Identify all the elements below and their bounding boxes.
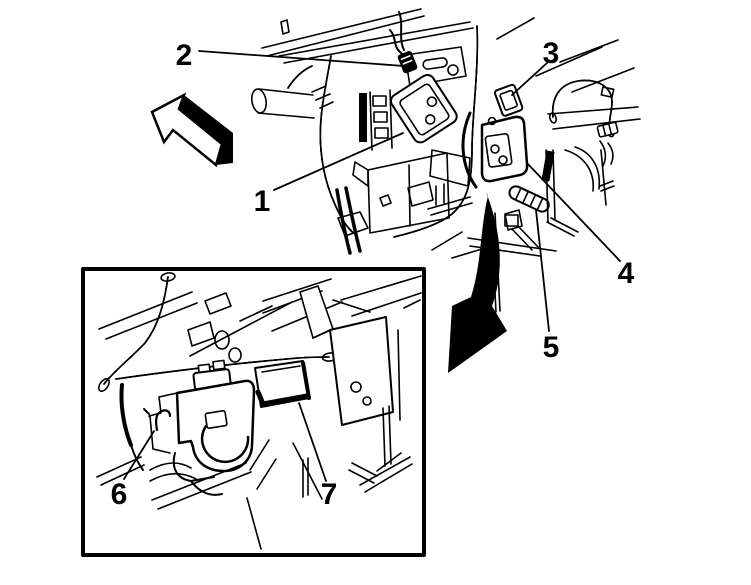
part-2-clip [397, 51, 418, 74]
misc-right-parts [545, 86, 619, 223]
leader-5 [535, 209, 550, 332]
hose-cylinder [250, 85, 334, 119]
slotted-plate [404, 46, 467, 87]
inset-view [81, 267, 426, 557]
callout-6-label: 6 [111, 478, 128, 511]
inset-center-housing [148, 359, 256, 496]
inset-content [96, 272, 422, 550]
leader-6 [123, 430, 155, 480]
detail-curved-arrow-icon [448, 192, 507, 373]
callout-leader-lines [123, 50, 621, 482]
leader-3 [511, 62, 548, 96]
direction-block-arrow-icon [150, 92, 233, 168]
part-6-clip [143, 408, 172, 432]
leader-4 [526, 162, 621, 262]
inset-conduit-vertical [97, 272, 176, 392]
inset-frame-lines [98, 275, 422, 363]
callout-5-label: 5 [543, 331, 560, 364]
callout-labels: 1 2 3 4 5 6 7 [111, 37, 635, 511]
part-5-sleeve [504, 185, 550, 231]
inset-bracket-right [299, 285, 421, 493]
elbow-conduit [288, 66, 312, 88]
callout-1-label: 1 [254, 185, 271, 218]
inset-cable [119, 383, 144, 471]
part-4-housing [429, 111, 555, 206]
frame-lines [261, 8, 641, 130]
leader-7 [298, 402, 327, 482]
inset-hatch-lines [96, 439, 378, 550]
leader-2 [198, 50, 405, 67]
part-1-connector [390, 73, 458, 144]
callout-3-label: 3 [543, 37, 560, 70]
callout-2-label: 2 [176, 39, 193, 72]
callout-7-label: 7 [321, 478, 338, 511]
leader-1 [273, 132, 404, 191]
callout-4-label: 4 [618, 257, 635, 290]
part-7-bracket [254, 360, 311, 408]
main-view [250, 8, 641, 313]
